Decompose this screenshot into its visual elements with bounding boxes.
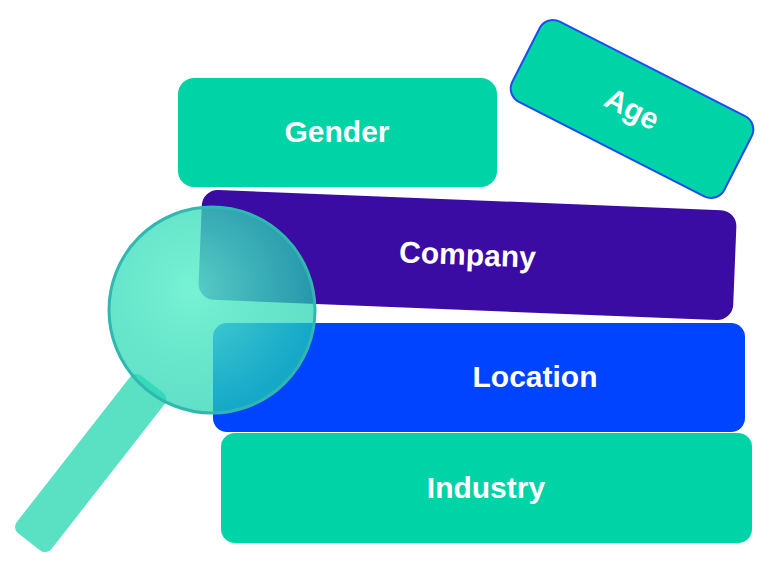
category-box: Age	[504, 14, 760, 205]
category-label: Industry	[427, 470, 545, 506]
category-box: Industry	[221, 433, 752, 543]
category-label: Gender	[284, 114, 389, 150]
category-label: Company	[398, 234, 536, 275]
category-label: Location	[473, 359, 598, 395]
category-label: Age	[599, 80, 666, 138]
category-box: Gender	[178, 78, 497, 187]
